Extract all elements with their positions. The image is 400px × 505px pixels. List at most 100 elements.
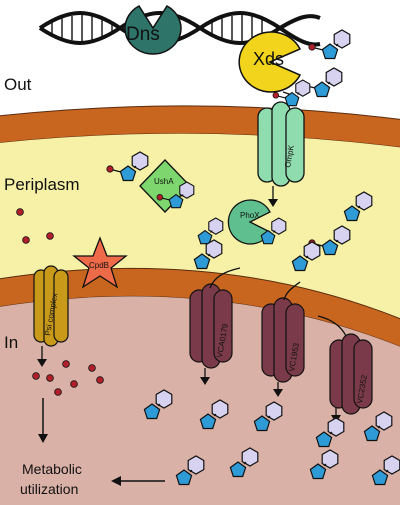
to-utilization-arrowhead bbox=[38, 434, 48, 443]
sugar-ring bbox=[284, 91, 300, 107]
psi-arrowhead bbox=[37, 359, 47, 367]
base-ring bbox=[295, 79, 311, 97]
sugar-ring bbox=[193, 253, 211, 270]
sugar-ring bbox=[229, 461, 247, 478]
base-ring bbox=[155, 389, 173, 409]
utilization-line1: Metabolic bbox=[22, 461, 82, 477]
free-phosphate bbox=[88, 364, 96, 372]
sugar-ring bbox=[315, 431, 333, 448]
nucleotide-molecule bbox=[272, 79, 311, 107]
transporter-input-lines bbox=[209, 267, 347, 337]
cpdb-enzyme: CpdB bbox=[72, 236, 128, 289]
base-ring bbox=[265, 401, 283, 421]
nucleoside-molecule bbox=[291, 241, 321, 272]
free-phosphate bbox=[62, 360, 70, 368]
base-ring bbox=[211, 399, 229, 419]
base-ring bbox=[325, 67, 343, 87]
base-ring bbox=[321, 449, 339, 469]
sugar-ring bbox=[321, 43, 339, 60]
free-phosphate bbox=[22, 236, 30, 244]
base-ring bbox=[131, 151, 149, 171]
nucleoside-molecule bbox=[229, 447, 259, 478]
xds-enzyme: Xds bbox=[238, 31, 302, 93]
base-ring bbox=[375, 411, 393, 431]
periplasm-region-label: Periplasm bbox=[4, 175, 80, 194]
sugar-ring bbox=[291, 255, 309, 272]
nucleoside-molecule bbox=[315, 417, 345, 448]
base-ring bbox=[271, 217, 287, 235]
dna-helix bbox=[38, 11, 321, 47]
nucleoside-molecule bbox=[260, 217, 287, 245]
nucleoside-molecule bbox=[253, 401, 283, 432]
sugar-ring bbox=[175, 469, 193, 486]
base-ring bbox=[241, 447, 259, 467]
nucleotide-molecule bbox=[106, 151, 149, 182]
cpdb-label: CpdB bbox=[89, 261, 109, 270]
nucleoside-molecule bbox=[371, 455, 400, 486]
dns-label: Dns bbox=[126, 24, 160, 45]
sugar-ring bbox=[363, 425, 381, 442]
sugar-ring bbox=[371, 469, 389, 486]
base-ring bbox=[333, 225, 351, 245]
base-ring bbox=[355, 191, 373, 211]
nucleoside-molecule bbox=[197, 217, 224, 245]
sugar-ring bbox=[143, 403, 161, 420]
transporter-vc2352: VC2352 bbox=[329, 333, 373, 415]
sugar-ring bbox=[321, 239, 339, 256]
psi-complex: Psi complex bbox=[33, 265, 69, 347]
nucleotide-molecule bbox=[156, 181, 195, 209]
free-phosphate bbox=[96, 376, 104, 384]
in-region-label: In bbox=[4, 333, 18, 352]
base-ring bbox=[205, 239, 223, 259]
phosphate-group bbox=[272, 92, 280, 99]
nucleoside-to-utilization-arrowhead bbox=[111, 476, 121, 486]
sugar-ring bbox=[168, 193, 184, 209]
dna-rungs bbox=[51, 15, 263, 41]
phosphate-group bbox=[308, 43, 316, 51]
ompk-porin: OmpK bbox=[257, 101, 305, 187]
phox-enzyme: PhoX bbox=[227, 199, 271, 245]
phosphate-group bbox=[156, 194, 164, 201]
sugar-ring bbox=[199, 413, 217, 430]
nucleoside-molecule bbox=[343, 191, 373, 222]
sugar-ring bbox=[253, 415, 271, 432]
phox-label: PhoX bbox=[240, 211, 260, 220]
molecule-layer bbox=[16, 29, 400, 486]
free-phosphate bbox=[54, 388, 62, 396]
out-region-label: Out bbox=[4, 75, 32, 94]
sugar-ring bbox=[197, 229, 213, 245]
free-phosphate bbox=[32, 372, 40, 380]
nucleotide-molecule bbox=[308, 29, 351, 60]
nucleoside-molecule bbox=[309, 449, 339, 480]
base-ring bbox=[208, 217, 224, 235]
sugar-ring bbox=[119, 165, 137, 182]
sugar-ring bbox=[343, 205, 361, 222]
dns-enzyme: Dns bbox=[124, 5, 182, 55]
free-phosphate bbox=[70, 380, 78, 388]
free-phosphate bbox=[46, 232, 54, 240]
free-phosphate bbox=[16, 208, 24, 216]
ompk-label: OmpK bbox=[283, 144, 296, 169]
transporter-output-arrows bbox=[204, 368, 337, 416]
sugar-ring bbox=[309, 463, 327, 480]
sugar-ring bbox=[313, 81, 331, 98]
periplasm-region bbox=[0, 133, 400, 327]
ompk-arrowhead bbox=[268, 199, 278, 207]
transporter-vca0179: VCA0179 bbox=[189, 283, 233, 369]
free-phosphate bbox=[46, 374, 54, 382]
usha-label: UshA bbox=[154, 177, 174, 186]
nucleoside-molecule bbox=[199, 399, 229, 430]
nucleoside-molecule bbox=[175, 455, 205, 486]
utilization-line2: utilization bbox=[20, 481, 78, 497]
base-ring bbox=[333, 29, 351, 49]
phosphate-group bbox=[106, 165, 114, 173]
xds-label: Xds bbox=[253, 49, 284, 69]
nucleoside-molecule bbox=[193, 239, 223, 270]
base-ring bbox=[327, 417, 345, 437]
base-ring bbox=[303, 241, 321, 261]
nucleoside-molecule bbox=[143, 389, 173, 420]
nucleoside-molecule bbox=[363, 411, 393, 442]
sugar-ring bbox=[260, 229, 276, 245]
